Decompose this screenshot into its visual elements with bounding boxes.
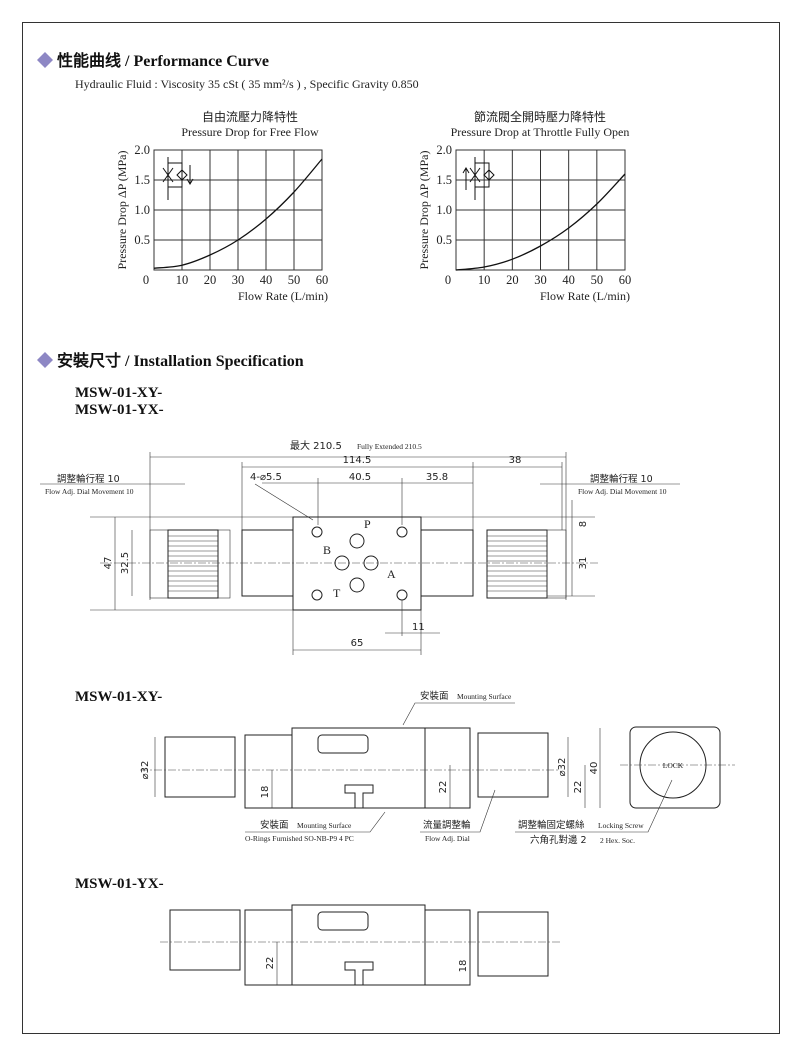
x-axis-label: Flow Rate (L/min) [238, 289, 328, 303]
y-tick-label: 1.5 [436, 173, 452, 187]
dial-movement-en: Flow Adj. Dial Movement 10 [45, 487, 134, 496]
check-valve-symbol-icon [162, 157, 194, 200]
installation-title: 安裝尺寸 / Installation Specification [57, 351, 304, 370]
x-tick-label: 40 [562, 273, 575, 287]
hex-socket-en: 2 Hex. Soc. [600, 836, 635, 845]
dim-35-8: 35.8 [426, 472, 448, 483]
model-label: MSW-01-XY- [75, 385, 162, 401]
dim-11: 11 [412, 622, 425, 633]
port-b: B [323, 543, 331, 557]
check-valve-symbol-icon [462, 157, 495, 200]
x-tick-label: 0 [143, 273, 149, 287]
dim-8: 8 [578, 521, 589, 527]
y-tick-label: 0.5 [436, 233, 452, 247]
x-axis-label: Flow Rate (L/min) [540, 289, 630, 303]
x-tick-label: 10 [478, 273, 491, 287]
x-tick-label: 50 [288, 273, 301, 287]
x-tick-label: 30 [534, 273, 547, 287]
chart-title-cn: 節流閥全開時壓力降特性 [474, 109, 606, 124]
x-tick-label: 10 [176, 273, 189, 287]
mount-surface-en: Mounting Surface [297, 821, 352, 830]
dim-22: 22 [265, 957, 276, 970]
dim-32-5: 32.5 [120, 552, 131, 574]
x-tick-label: 50 [591, 273, 604, 287]
y-tick-label: 1.0 [134, 203, 150, 217]
mount-surface-cn: 安裝面 [260, 819, 289, 831]
lock-label: LOCK [663, 761, 684, 770]
hex-socket-cn: 六角孔對邊 2 [530, 834, 587, 846]
port-p: P [364, 517, 371, 531]
dim-22: 22 [438, 781, 449, 794]
xy-side-view: ⌀32 18 22 ⌀32 22 40 LOCK 安裝面 Mounting Su… [140, 690, 735, 846]
section-diamond-icon [37, 52, 53, 68]
x-tick-label: 30 [232, 273, 245, 287]
x-tick-label: 60 [619, 273, 632, 287]
y-tick-label: 2.0 [134, 143, 150, 157]
locking-screw-en: Locking Screw [598, 821, 644, 830]
dial-movement-cn: 調整輪行程 10 [590, 473, 653, 485]
locking-screw-cn: 調整輪固定螺絲 [518, 819, 585, 831]
chart-title: Pressure Drop at Throttle Fully Open [451, 125, 630, 139]
x-tick-label: 0 [445, 273, 451, 287]
port-a: A [387, 567, 396, 581]
dial-movement-cn: 調整輪行程 10 [57, 473, 120, 485]
x-tick-label: 20 [506, 273, 519, 287]
dim-31: 31 [578, 557, 589, 570]
dim-18: 18 [458, 960, 469, 973]
dial-movement-en: Flow Adj. Dial Movement 10 [578, 487, 667, 496]
dim-d32: ⌀32 [557, 758, 568, 777]
y-axis-label: Pressure Drop ΔP (MPa) [417, 151, 431, 270]
x-tick-label: 40 [260, 273, 273, 287]
dim-40: 40 [589, 762, 600, 775]
section-diamond-icon [37, 352, 53, 368]
y-tick-label: 1.5 [134, 173, 150, 187]
y-tick-label: 0.5 [134, 233, 150, 247]
port-t: T [333, 586, 341, 600]
dim-114-5: 114.5 [343, 455, 372, 466]
dim-holes: 4-⌀5.5 [250, 472, 282, 483]
chart-title: Pressure Drop for Free Flow [181, 125, 319, 139]
dim-47: 47 [103, 557, 114, 570]
fluid-note: Hydraulic Fluid : Viscosity 35 cSt ( 35 … [75, 77, 419, 91]
flow-dial-en: Flow Adj. Dial [425, 834, 470, 843]
x-tick-label: 20 [204, 273, 217, 287]
dim-max: 最大 210.5 [290, 439, 342, 452]
top-view-drawing: 最大 210.5 Fully Extended 210.5 114.5 38 4… [40, 439, 680, 655]
dim-max-en: Fully Extended 210.5 [357, 442, 422, 451]
x-tick-label: 60 [316, 273, 329, 287]
mount-surface-cn: 安裝面 [420, 690, 449, 702]
mount-surface-en: Mounting Surface [457, 692, 512, 701]
performance-title: 性能曲线 / Performance Curve [57, 51, 269, 70]
dim-d32: ⌀32 [140, 761, 151, 780]
dim-40-5: 40.5 [349, 472, 371, 483]
dim-65: 65 [351, 638, 364, 649]
dim-38: 38 [509, 455, 522, 466]
page-frame [22, 22, 780, 1034]
model-label: MSW-01-YX- [75, 876, 164, 892]
series-line [153, 158, 323, 269]
chart-title-cn: 自由流壓力降特性 [202, 109, 298, 124]
y-tick-label: 1.0 [436, 203, 452, 217]
model-label: MSW-01-YX- [75, 402, 164, 418]
chart-free-flow: 自由流壓力降特性 Pressure Drop for Free Flow 0 10… [115, 109, 328, 303]
dim-18: 18 [260, 786, 271, 799]
model-label: MSW-01-XY- [75, 689, 162, 705]
y-axis-label: Pressure Drop ΔP (MPa) [115, 151, 129, 270]
flow-dial-cn: 流量調整輪 [423, 819, 471, 831]
dim-22: 22 [573, 781, 584, 794]
series-line [455, 173, 626, 271]
y-tick-label: 2.0 [436, 143, 452, 157]
o-rings-note: O-Rings Furnished SO-NB-P9 4 PC [245, 834, 354, 843]
chart-throttle-open: 節流閥全開時壓力降特性 Pressure Drop at Throttle Fu… [417, 109, 631, 303]
yx-side-view: 22 18 [160, 904, 560, 986]
